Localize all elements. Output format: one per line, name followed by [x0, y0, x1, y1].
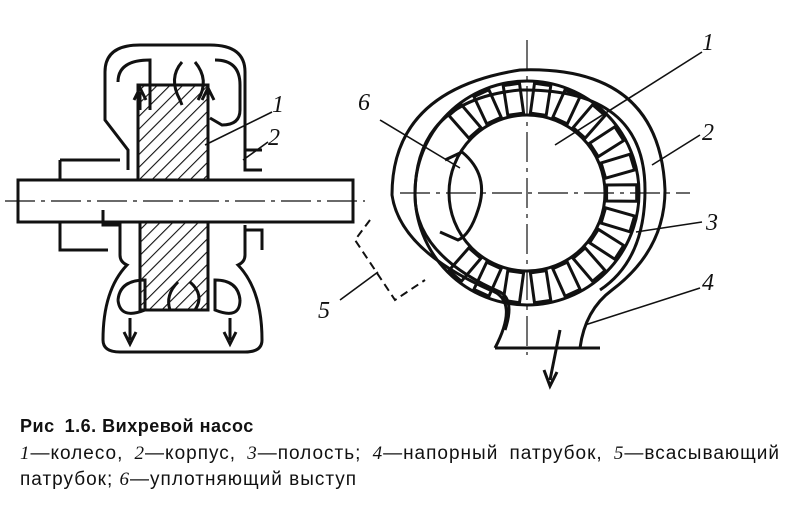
legend-number: 5	[613, 443, 625, 464]
impeller-section-upper	[136, 83, 210, 182]
outer-casing	[390, 68, 667, 349]
callout-right-2: 2	[702, 120, 714, 146]
seal-projection	[439, 150, 484, 242]
blade-cell	[570, 245, 608, 284]
legend-item: 6—уплотняющий выступ	[120, 469, 358, 490]
legend-number: 3	[247, 443, 258, 464]
blade-cell	[550, 87, 583, 126]
legend-item: 4—напорный патрубок,	[373, 443, 603, 464]
blade-cell	[471, 87, 504, 126]
blade-cell	[471, 260, 504, 299]
blade-cell	[587, 227, 626, 262]
legend-text: —корпус,	[145, 443, 237, 464]
legend-text: —полость;	[257, 443, 362, 464]
impeller-section-lower	[138, 220, 210, 312]
blade-cell	[599, 205, 637, 234]
caption-title-line: Рис 1.6. Вихревой насос	[20, 416, 780, 437]
blade-cell	[599, 152, 637, 181]
legend-number: 2	[134, 443, 146, 464]
legend-number: 1	[20, 443, 31, 464]
left-leaders	[204, 111, 273, 161]
legend-item: 3—полость;	[247, 443, 361, 464]
callout-left-2: 2	[268, 125, 280, 151]
blade-cell	[501, 269, 526, 305]
legend-text: —колесо,	[30, 443, 124, 464]
caption-prefix: Рис	[20, 416, 55, 436]
callout-right-3: 3	[705, 210, 718, 236]
callout-left-1: 1	[272, 92, 284, 118]
blade-cell	[570, 102, 608, 141]
top-cavity	[116, 58, 242, 127]
blade-cell	[528, 81, 553, 117]
impeller-blades	[446, 81, 639, 305]
blade-cell	[550, 260, 583, 299]
legend-text: —напорный патрубок,	[383, 443, 603, 464]
callout-right-1: 1	[702, 30, 714, 56]
caption-title: Вихревой насос	[102, 416, 254, 436]
legend-item: 2—корпус,	[135, 443, 237, 464]
caption-legend: 1—колесо, 2—корпус, 3—полость; 4—напорны…	[20, 441, 780, 493]
blade-cell	[446, 245, 484, 284]
right-leaders	[339, 51, 703, 326]
blade-cell	[528, 269, 553, 305]
callout-right-4: 4	[702, 270, 714, 296]
callout-right-6: 6	[358, 90, 370, 116]
figure-caption: Рис 1.6. Вихревой насос 1—колесо, 2—корпу…	[20, 416, 780, 493]
legend-number: 6	[119, 469, 131, 490]
blade-cell	[587, 124, 626, 159]
blade-cell	[446, 102, 484, 141]
pump-diagram: 1 2 1 2 3 4 5 6	[5, 30, 718, 390]
blade-cell	[605, 183, 639, 203]
casing-outline	[101, 43, 264, 354]
caption-number: 1.6.	[64, 416, 97, 436]
legend-item: 5—всасывающий патрубок;	[20, 443, 780, 490]
legend-number: 4	[372, 443, 384, 464]
blade-cell	[501, 81, 526, 117]
callout-right-5: 5	[318, 298, 330, 324]
legend-item: 1—колесо,	[20, 443, 123, 464]
legend-text: —уплотняющий выступ	[130, 469, 358, 490]
legend-text: —всасывающий патрубок;	[20, 443, 781, 490]
